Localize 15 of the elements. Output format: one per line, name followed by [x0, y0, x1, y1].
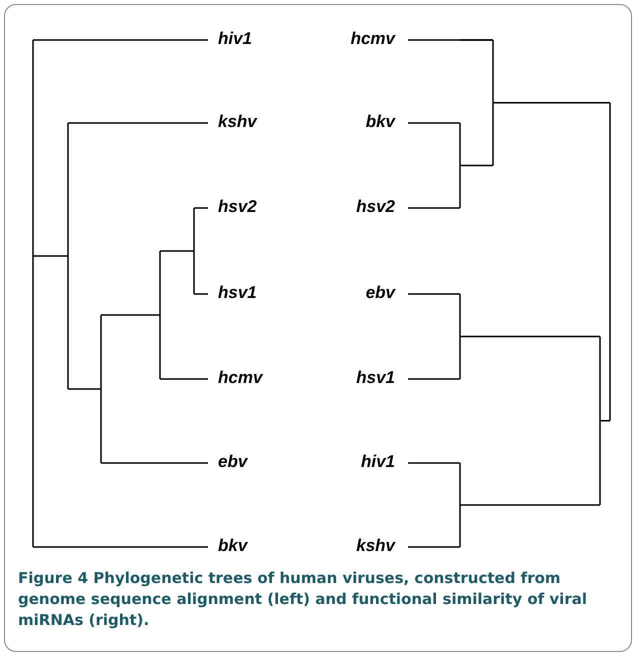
leaf-label: kshv	[356, 536, 395, 556]
leaf-label: ebv	[218, 452, 248, 472]
leaf-label: hsv2	[218, 197, 257, 217]
leaf-label: hsv2	[356, 197, 395, 217]
leaf-label: hcmv	[350, 29, 395, 49]
leaf-label: ebv	[366, 283, 395, 303]
leaf-label: hiv1	[360, 452, 395, 472]
leaf-label: hsv1	[218, 283, 257, 303]
leaf-label: kshv	[218, 112, 257, 132]
leaf-label: bkv	[366, 112, 395, 132]
leaf-label: hiv1	[218, 29, 252, 49]
leaf-label: hsv1	[356, 368, 395, 388]
leaf-label: bkv	[218, 536, 248, 556]
leaf-label: hcmv	[218, 368, 262, 388]
figure-caption: Figure 4 Phylogenetic trees of human viruses, constructed from genome sequence alignment (left) and functional similarity of viral miRNAs (right).	[18, 568, 588, 631]
